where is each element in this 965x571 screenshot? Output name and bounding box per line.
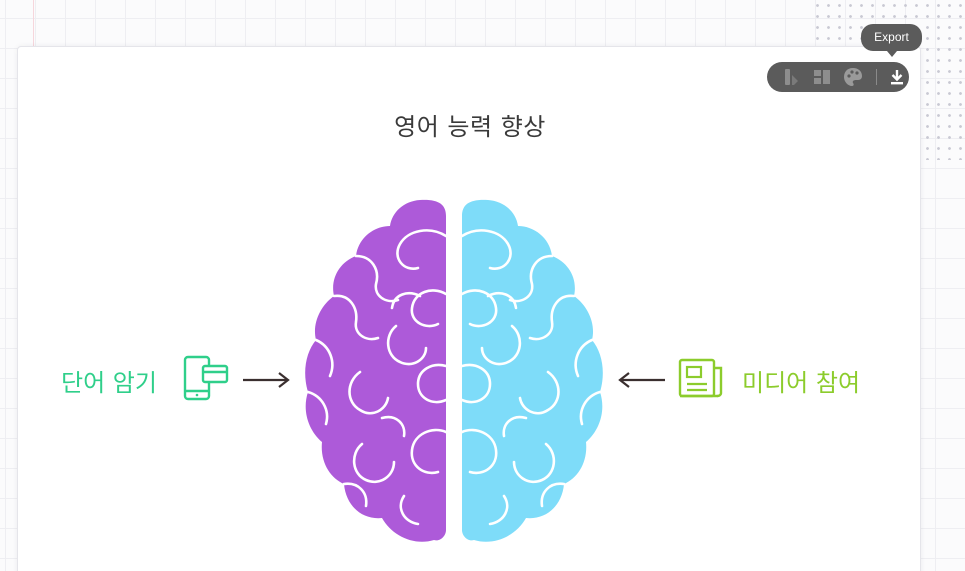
export-tooltip: Export [861, 24, 922, 57]
right-hemisphere [460, 199, 603, 542]
download-icon [890, 70, 903, 85]
mobile-wallet-icon [183, 355, 229, 401]
layout-icon[interactable] [811, 65, 833, 89]
toolbar-separator [875, 69, 877, 85]
diagram-toolbar [767, 62, 909, 92]
left-hemisphere [305, 199, 448, 542]
left-arrow-icon [618, 372, 665, 388]
newspaper-icon [678, 358, 723, 398]
right-arrow-icon [243, 372, 290, 388]
diagram-title: 영어 능력 향상 [394, 113, 546, 141]
style-icon[interactable] [781, 65, 803, 89]
brain-illustration [305, 199, 603, 542]
canvas-guide-line [33, 0, 34, 50]
right-label: 미디어 참여 [742, 369, 861, 397]
left-label: 단어 암기 [61, 369, 157, 397]
export-button[interactable] [885, 64, 909, 90]
palette-icon[interactable] [842, 65, 864, 89]
